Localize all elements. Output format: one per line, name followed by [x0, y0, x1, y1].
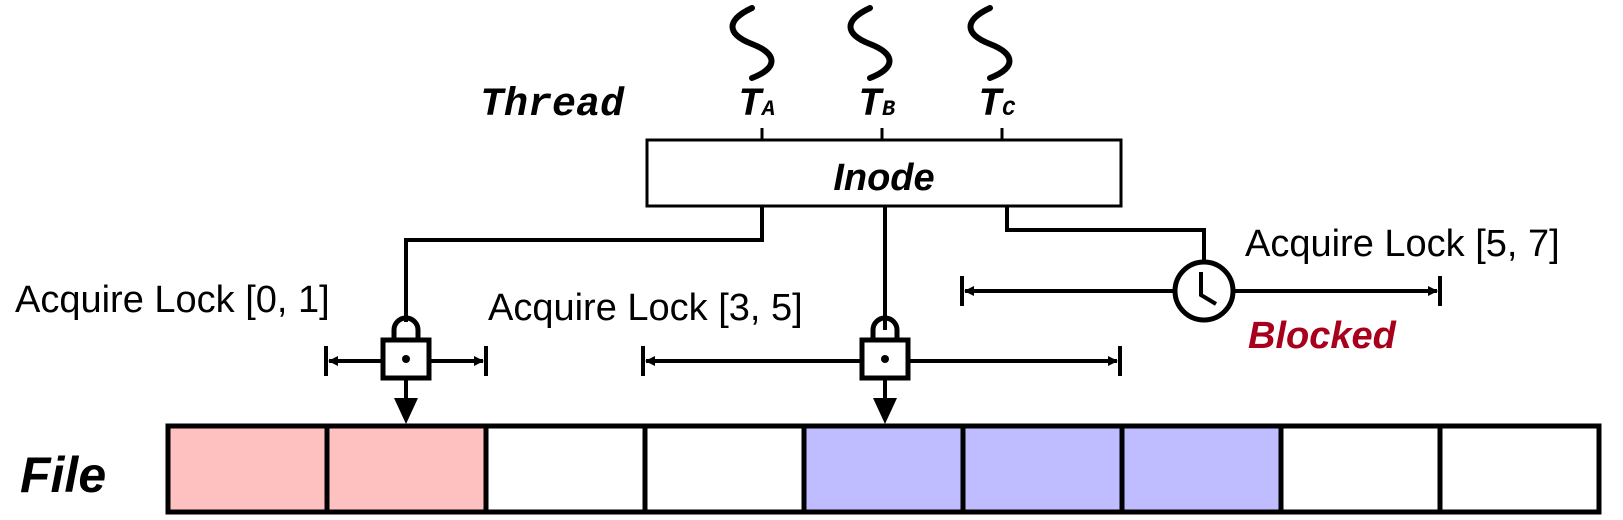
thread-b-label: TB	[858, 83, 895, 128]
thread-c-path	[1005, 206, 1206, 262]
thread-a-path	[404, 206, 764, 322]
lock-icon-a	[380, 315, 432, 381]
file-blocks	[165, 423, 1602, 515]
file-block	[165, 423, 330, 515]
file-block	[642, 423, 807, 515]
lock-a-label: Acquire Lock [0, 1]	[15, 279, 330, 321]
thread-a-label: TA	[738, 83, 775, 128]
clock-icon	[1172, 259, 1236, 323]
lock-b-label: Acquire Lock [3, 5]	[488, 287, 803, 329]
thread-c-label: TC	[978, 83, 1016, 128]
file-block	[1437, 423, 1602, 515]
file-label: File	[20, 447, 106, 503]
inode-label: Inode	[833, 157, 934, 199]
file-block	[1278, 423, 1443, 515]
file-block	[960, 423, 1125, 515]
blocked-label: Blocked	[1248, 315, 1397, 357]
squiggle-icon-thread-b	[847, 5, 893, 81]
inode-box	[645, 138, 1123, 208]
squiggle-icon-thread-a	[729, 5, 775, 81]
lock-icon-b	[859, 315, 911, 381]
squiggle-icon-thread-c	[967, 5, 1013, 81]
file-block	[324, 423, 489, 515]
file-block	[801, 423, 966, 515]
lock-b-arrowhead	[873, 398, 897, 424]
lock-c-label: Acquire Lock [5, 7]	[1245, 223, 1560, 265]
thread-label: Thread	[480, 83, 625, 128]
file-block	[1119, 423, 1284, 515]
file-block	[483, 423, 648, 515]
lock-a-arrowhead	[394, 398, 418, 424]
